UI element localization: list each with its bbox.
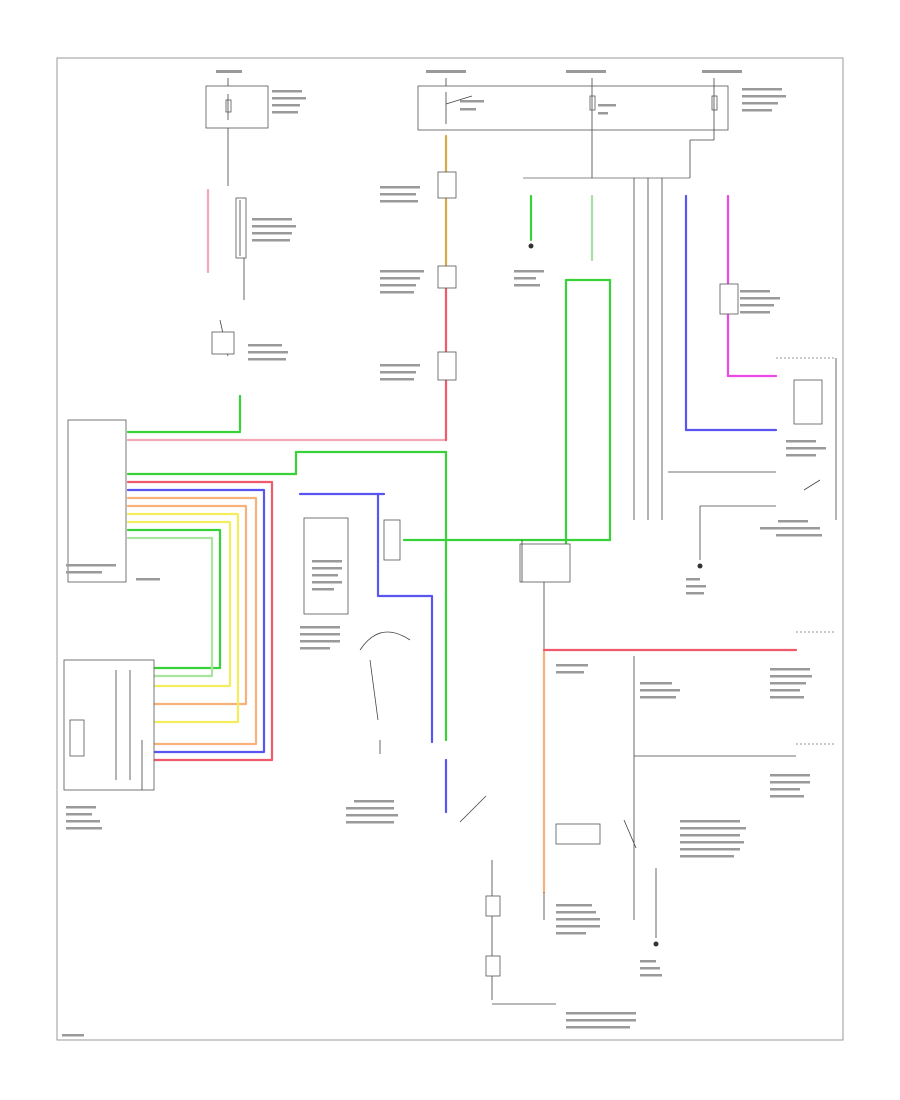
center-bottom-switch bbox=[555, 823, 601, 845]
diagram-frame bbox=[56, 57, 844, 1041]
bundle-orange2 bbox=[126, 504, 248, 706]
center-bottom-block2 bbox=[485, 955, 501, 977]
center-bottom-contact bbox=[459, 795, 487, 823]
relay-top-left bbox=[235, 197, 247, 259]
center-relay bbox=[383, 519, 401, 561]
wire-blue-loop bbox=[298, 492, 434, 744]
bundle-blue bbox=[126, 488, 266, 754]
right-sensor bbox=[793, 379, 823, 425]
bundle-red bbox=[126, 480, 274, 762]
bundle-orange bbox=[126, 496, 258, 746]
top-left-fuse-box bbox=[205, 78, 269, 129]
ground-dot-bottom-right bbox=[653, 941, 659, 947]
center-right-relay bbox=[519, 543, 571, 583]
bundle-green2 bbox=[126, 536, 214, 678]
center-component-2 bbox=[437, 265, 457, 289]
center-component-3 bbox=[437, 351, 457, 381]
ground-dot-green bbox=[528, 243, 534, 249]
center-gauge bbox=[359, 631, 411, 651]
bundle-green bbox=[126, 528, 222, 670]
ground-dot-right bbox=[697, 563, 703, 569]
ecm-connector-block bbox=[67, 419, 127, 583]
center-bottom-block1 bbox=[485, 895, 501, 917]
center-left-module bbox=[303, 517, 349, 615]
top-center-fuse-box bbox=[417, 78, 729, 131]
bundle-yellow bbox=[126, 512, 240, 724]
text-marks bbox=[62, 70, 826, 1037]
switch-left bbox=[211, 331, 235, 355]
bundle-yellow2 bbox=[126, 520, 232, 688]
center-component-1 bbox=[437, 171, 457, 199]
right-relay bbox=[719, 283, 739, 315]
